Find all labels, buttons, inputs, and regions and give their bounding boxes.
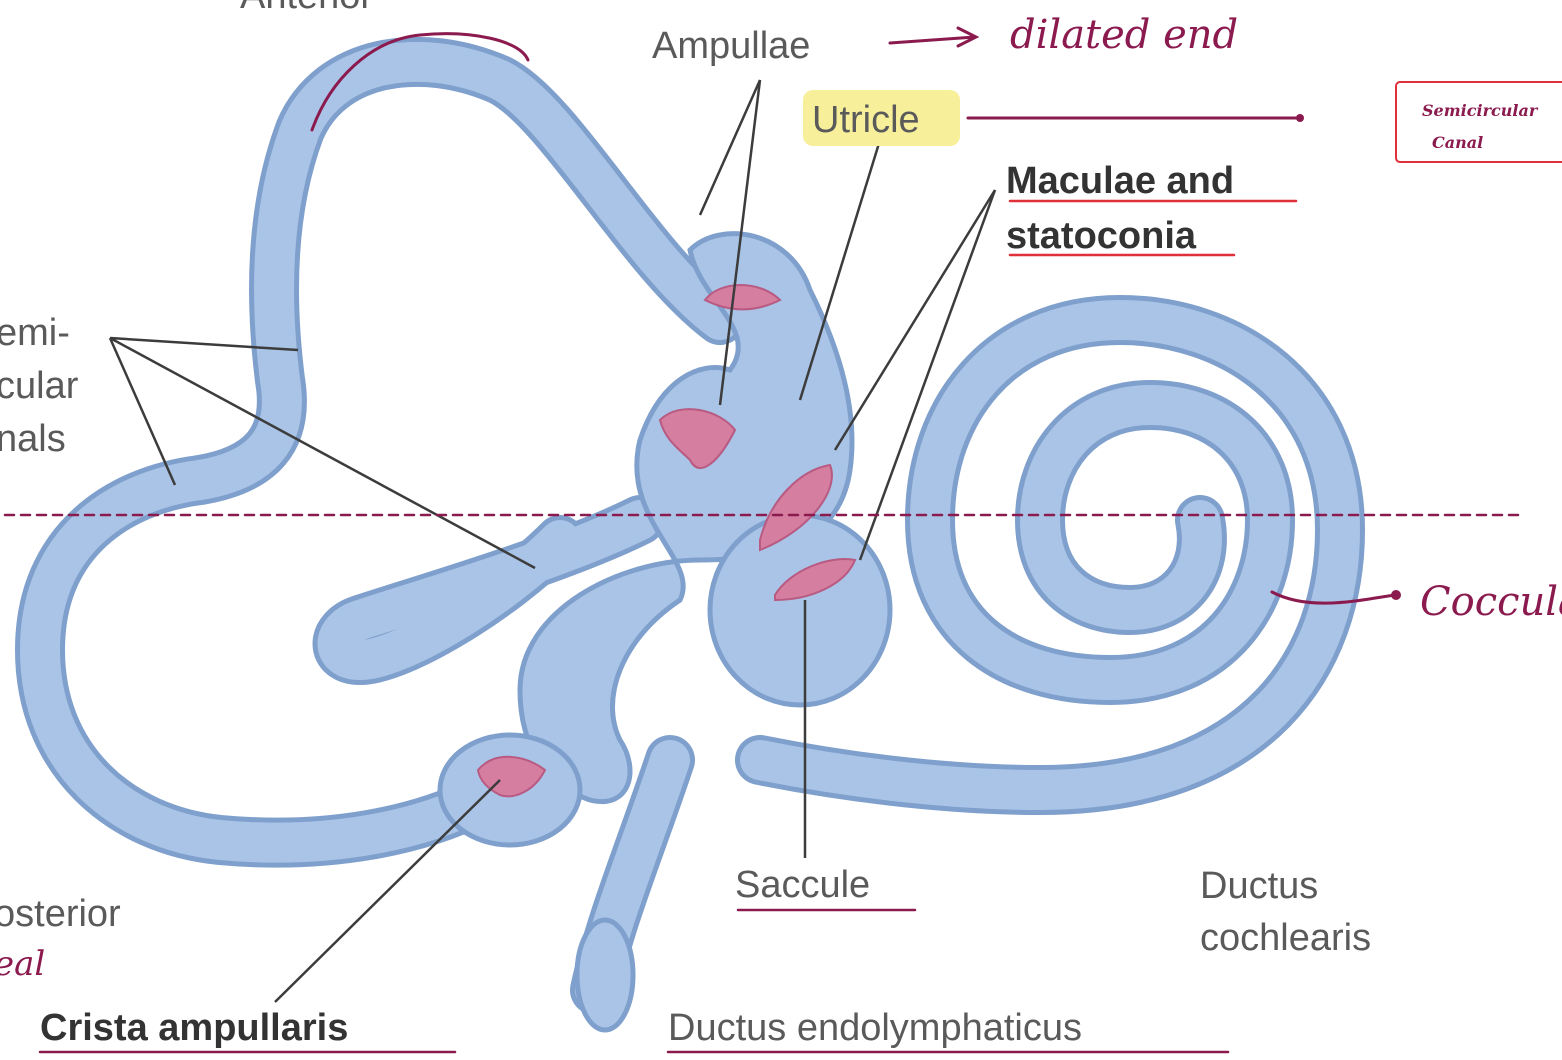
annotation-partial-canal: eal xyxy=(0,944,45,984)
utricle-arrowhead xyxy=(1296,114,1304,122)
label-posterior: osterior xyxy=(0,893,121,935)
label-saccule: Saccule xyxy=(735,864,870,906)
label-maculae-line2: statoconia xyxy=(1006,215,1197,257)
label-utricle: Utricle xyxy=(812,99,920,141)
annotation-semicircular-box-line1: Semicircular xyxy=(1422,101,1539,120)
label-maculae-line1: Maculae and xyxy=(1006,160,1234,202)
endolymphatic-sac xyxy=(577,920,633,1030)
label-semicircular-line3: nals xyxy=(0,418,66,460)
label-ductus-cochlearis-line1: Ductus xyxy=(1200,865,1318,907)
saccule-body xyxy=(710,515,890,705)
annotation-semicircular-box-line2: Canal xyxy=(1432,133,1483,152)
label-anterior: Anterior xyxy=(240,0,373,17)
ampullae-arrow xyxy=(890,28,976,46)
label-crista-ampullaris: Crista ampullaris xyxy=(40,1007,348,1049)
label-semicircular-line1: emi- xyxy=(0,312,70,354)
annotation-dilated-end: dilated end xyxy=(1010,12,1238,58)
label-ductus-endolymphaticus: Ductus endolymphaticus xyxy=(668,1007,1082,1049)
label-semicircular-line2: cular xyxy=(0,365,79,407)
coccula-arrowhead xyxy=(1391,590,1401,600)
label-ductus-cochlearis-line2: cochlearis xyxy=(1200,917,1371,959)
label-ampullae: Ampullae xyxy=(652,25,810,67)
